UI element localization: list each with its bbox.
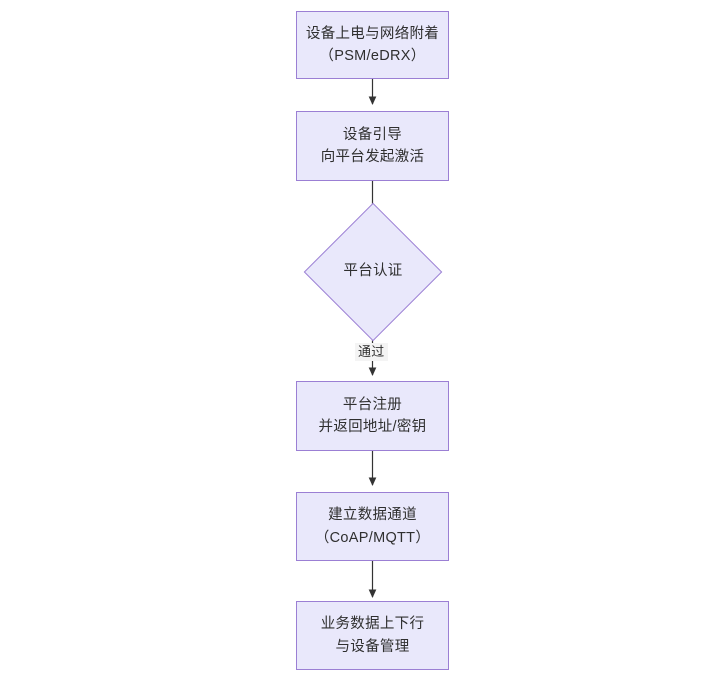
node-label-line1: 平台认证 xyxy=(343,263,403,280)
node-label-line2: （CoAP/MQTT） xyxy=(314,529,431,546)
node-device-power-on[interactable]: 设备上电与网络附着 （PSM/eDRX） xyxy=(296,11,449,79)
node-label-line1: 建立数据通道 xyxy=(328,507,417,524)
node-establish-data-channel[interactable]: 建立数据通道 （CoAP/MQTT） xyxy=(296,492,449,561)
node-label-line2: 向平台发起激活 xyxy=(320,149,425,165)
edge-label-pass: 通过 xyxy=(355,343,388,361)
node-business-data-and-device-mgmt[interactable]: 业务数据上下行 与设备管理 xyxy=(296,601,449,670)
node-platform-register[interactable]: 平台注册 并返回地址/密钥 xyxy=(296,381,449,451)
node-label-line2: 与设备管理 xyxy=(335,638,410,655)
node-label-line2: 并返回地址/密钥 xyxy=(318,419,427,435)
node-label-line2: （PSM/eDRX） xyxy=(319,48,426,64)
node-label-line1: 设备引导 xyxy=(342,126,403,143)
node-label-line1: 设备上电与网络附着 xyxy=(305,25,440,42)
node-device-bootstrap[interactable]: 设备引导 向平台发起激活 xyxy=(296,111,449,181)
node-label-line1: 平台注册 xyxy=(342,396,403,413)
node-platform-auth[interactable]: 平台认证 xyxy=(303,202,443,342)
node-label-line1: 业务数据上下行 xyxy=(320,616,425,633)
